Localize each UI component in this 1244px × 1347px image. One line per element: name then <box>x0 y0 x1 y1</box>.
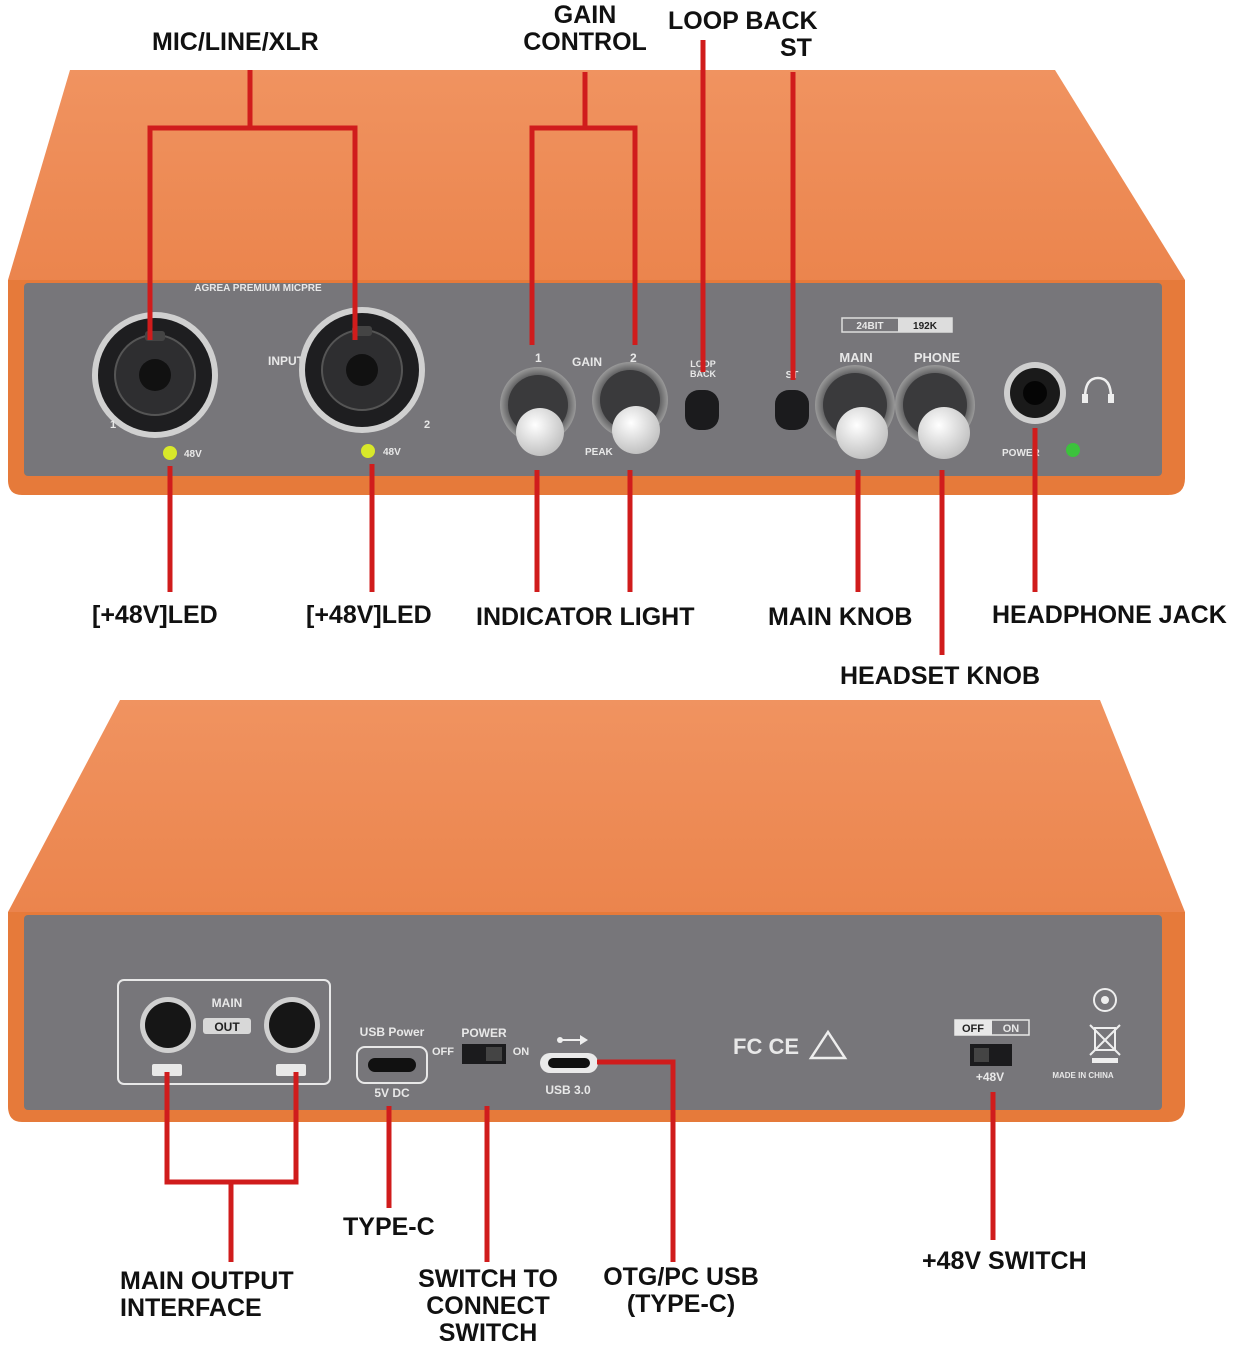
phone-label: PHONE <box>914 350 961 365</box>
callout-gain-line-1: GAIN <box>553 1 617 29</box>
gain-knob-2[interactable] <box>592 362 668 454</box>
loop-back-label-2: BACK <box>690 369 716 379</box>
line-mic-right <box>250 125 358 340</box>
power-switch-label: POWER <box>461 1026 507 1040</box>
callout-48v-led-left: [+48V]LED <box>92 601 218 629</box>
phone-volume-knob[interactable] <box>895 365 975 459</box>
main-volume-knob[interactable] <box>815 365 895 459</box>
made-in-label: MADE IN CHINA <box>1052 1071 1114 1080</box>
phantom-led-2 <box>361 444 375 458</box>
loop-back-switch[interactable] <box>685 390 719 430</box>
line-otg-usb <box>597 1059 676 1262</box>
usb-power-port[interactable] <box>368 1058 416 1072</box>
cert-marks: FC CE <box>733 1034 799 1059</box>
callout-type-c: TYPE-C <box>343 1213 435 1241</box>
callout-gain-line-2: CONTROL <box>523 28 647 56</box>
line-mic-left <box>147 70 253 340</box>
callout-main-knob: MAIN KNOB <box>768 603 913 631</box>
phantom-label: +48V <box>976 1070 1004 1084</box>
gain-2-number: 2 <box>630 351 637 365</box>
phantom-off-label: OFF <box>962 1023 984 1035</box>
callout-lines <box>147 40 1038 1262</box>
callout-switch-line-3: SWITCH <box>438 1319 538 1347</box>
dc-label: 5V DC <box>374 1086 410 1100</box>
input-label: INPUT <box>268 354 305 368</box>
led-48v-label-2: 48V <box>383 447 401 458</box>
headphone-icon <box>1082 376 1114 403</box>
input-1-number: 1 <box>110 419 116 431</box>
power-label: POWER <box>1002 448 1041 459</box>
front-unit: AGREA PREMIUM MICPRE 1 INPUT 48V 2 48V 1… <box>8 70 1185 495</box>
callout-switch-line-1: SWITCH TO <box>418 1265 558 1293</box>
main-out-jack-right[interactable] <box>264 997 320 1053</box>
xlr-combo-input-2[interactable] <box>299 307 425 433</box>
callout-main-output-line-1: MAIN OUTPUT <box>120 1267 294 1295</box>
power-on-label: ON <box>513 1046 530 1058</box>
power-led <box>1066 443 1080 457</box>
xlr-combo-input-1[interactable] <box>92 312 218 438</box>
input-2-number: 2 <box>424 419 430 431</box>
line-gain-left <box>529 72 588 345</box>
main-out-jack-left[interactable] <box>140 997 196 1053</box>
callout-st: ST <box>780 34 812 62</box>
callout-loop-back: LOOP BACK <box>668 7 818 35</box>
callout-indicator-light: INDICATOR LIGHT <box>476 603 695 631</box>
callout-mic-line-xlr: MIC/LINE/XLR <box>152 28 319 56</box>
cert-triangle-icon <box>808 1029 848 1060</box>
phantom-on-label: ON <box>1003 1023 1020 1035</box>
main-out-box <box>117 979 331 1085</box>
callout-headset-knob: HEADSET KNOB <box>840 662 1041 690</box>
usb-power-label: USB Power <box>360 1025 425 1039</box>
out-label: OUT <box>214 1020 240 1034</box>
preamp-label: AGREA PREMIUM MICPRE <box>194 283 322 294</box>
back-unit: MAIN OUT USB Power 5V DC POWER OFF ON <box>8 700 1185 1122</box>
peak-label: PEAK <box>585 447 614 458</box>
usb-c-port[interactable] <box>548 1058 590 1068</box>
sample-rate-label: 192K <box>913 321 938 332</box>
callout-otg-line-2: (TYPE-C) <box>626 1290 736 1318</box>
usb-icon <box>557 1035 588 1045</box>
callout-otg-usb: OTG/PC USB (TYPE-C) <box>596 1264 766 1318</box>
phantom-led-1 <box>163 446 177 460</box>
callout-otg-line-1: OTG/PC USB <box>603 1263 759 1291</box>
line-gain-right <box>585 125 638 345</box>
main-label: MAIN <box>839 350 872 365</box>
callout-switch-to-connect: SWITCH TO CONNECT SWITCH <box>412 1266 564 1347</box>
main-out-label: MAIN <box>212 996 243 1010</box>
callout-gain-control: GAIN CONTROL <box>520 2 650 56</box>
gain-label: GAIN <box>572 355 602 369</box>
gain-1-number: 1 <box>535 351 542 365</box>
callout-headphone-jack: HEADPHONE JACK <box>992 601 1227 629</box>
callout-48v-switch: +48V SWITCH <box>922 1247 1087 1275</box>
callout-main-output-line-2: INTERFACE <box>120 1294 262 1322</box>
st-switch[interactable] <box>775 390 809 430</box>
callout-switch-line-2: CONNECT <box>426 1292 550 1320</box>
callout-48v-led-right: [+48V]LED <box>306 601 432 629</box>
led-48v-label-1: 48V <box>184 449 202 460</box>
gain-knob-1[interactable] <box>500 367 576 456</box>
back-panel <box>24 915 1162 1110</box>
callout-main-output: MAIN OUTPUT INTERFACE <box>120 1268 294 1322</box>
power-off-label: OFF <box>432 1046 454 1058</box>
bit-depth-label: 24BIT <box>856 321 883 332</box>
headphone-jack[interactable] <box>1004 362 1066 424</box>
usb3-label: USB 3.0 <box>545 1083 591 1097</box>
weee-bin-icon <box>1089 1024 1121 1063</box>
ground-icon <box>1093 988 1117 1012</box>
